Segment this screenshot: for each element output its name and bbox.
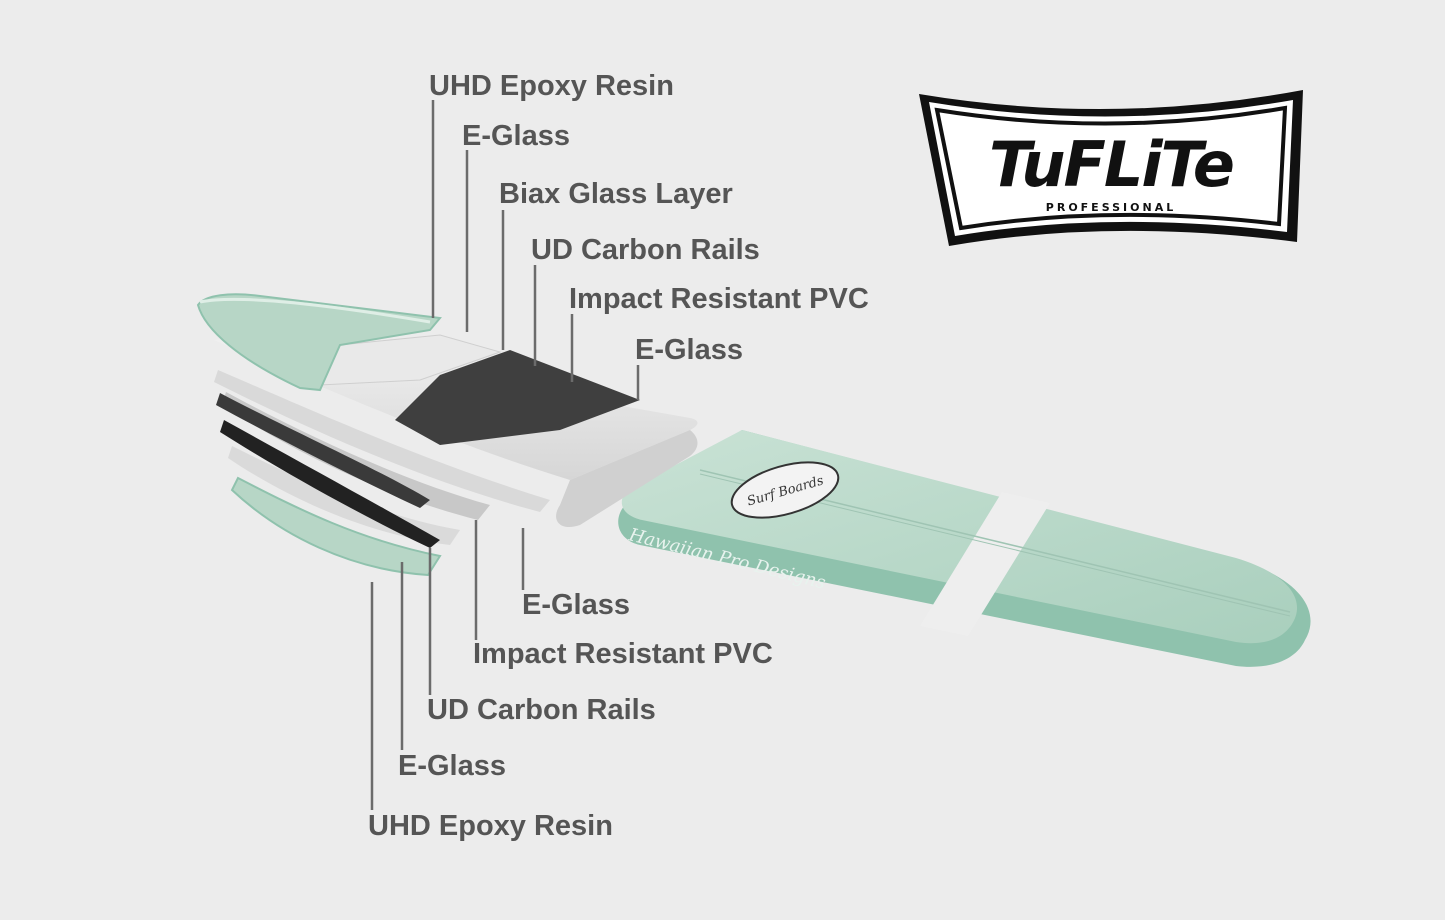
layer-uhd-epoxy-resin-bottom <box>230 476 442 577</box>
label-ud-carbon-rails-bottom: UD Carbon Rails <box>427 694 656 726</box>
layer-e-glass-mid <box>214 370 550 512</box>
stringer-band <box>920 492 1050 636</box>
label-impact-resistant-pvc-bottom: Impact Resistant PVC <box>473 638 773 670</box>
label-uhd-epoxy-resin-bottom: UHD Epoxy Resin <box>368 810 613 842</box>
layer-carbon-top <box>395 350 640 445</box>
leader-lines-top <box>431 100 640 400</box>
label-impact-resistant-pvc-top: Impact Resistant PVC <box>569 283 869 315</box>
leader-lines-bottom <box>370 520 525 810</box>
board-logo-badge <box>730 461 840 519</box>
logo-frame <box>919 90 1303 246</box>
logo-subtitle: PROFESSIONAL <box>1045 201 1177 214</box>
layer-stack <box>196 293 698 577</box>
tuflite-logo: TuFLiTe PROFESSIONAL <box>915 86 1307 246</box>
layer-dark-bottom <box>216 393 430 508</box>
label-ud-carbon-rails-top: UD Carbon Rails <box>531 234 760 266</box>
label-e-glass-top-2: E-Glass <box>635 334 743 366</box>
layer-ud-carbon-bottom <box>220 420 440 548</box>
board-body: Surf Boards Hawaiian Pro Designs <box>618 430 1311 667</box>
label-e-glass-bottom-2: E-Glass <box>398 750 506 782</box>
label-biax-glass-layer: Biax Glass Layer <box>499 178 733 210</box>
layer-foam-core-edge <box>556 430 698 528</box>
layer-uhd-epoxy-resin-top <box>196 293 442 392</box>
label-e-glass-top: E-Glass <box>462 120 570 152</box>
label-e-glass-bottom: E-Glass <box>522 589 630 621</box>
logo-wordmark: TuFLiTe <box>989 128 1235 201</box>
label-uhd-epoxy-resin-top: UHD Epoxy Resin <box>429 70 674 102</box>
layer-pvc-bottom <box>222 392 490 520</box>
